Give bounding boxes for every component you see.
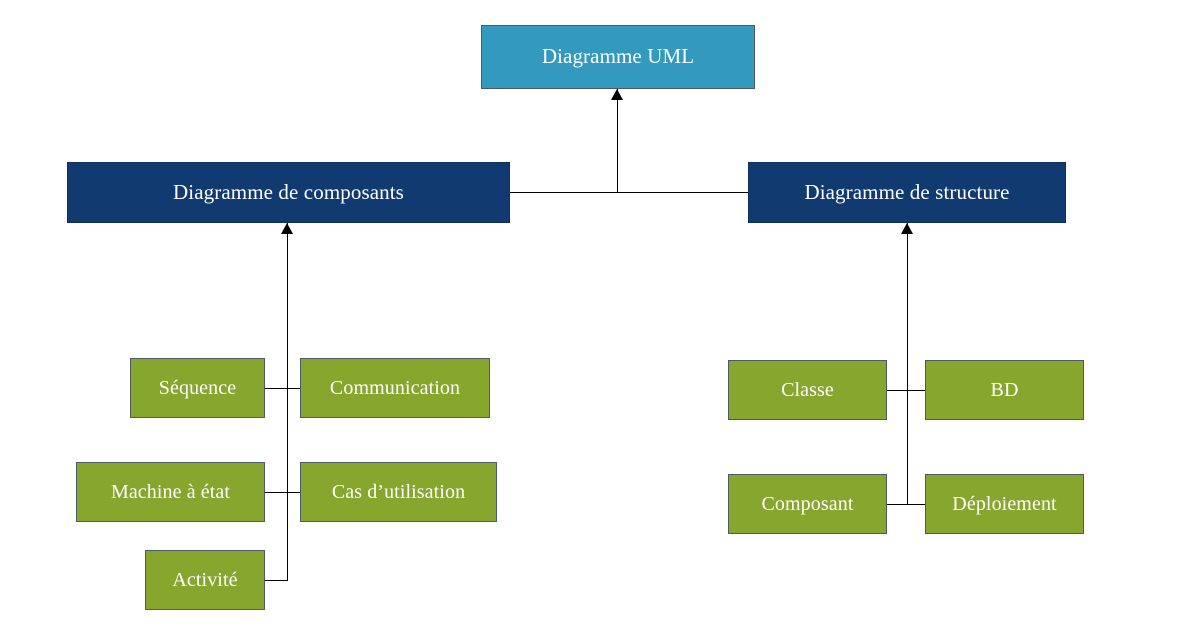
node-label: Diagramme de composants (173, 179, 404, 204)
node-communication[interactable]: Communication (300, 358, 490, 418)
node-sequence[interactable]: Séquence (130, 358, 265, 418)
edge-branch-connector (510, 192, 748, 193)
node-activite[interactable]: Activité (145, 550, 265, 610)
arrowhead-to-composants (281, 223, 293, 234)
edge-root-riser (617, 89, 618, 192)
node-diagramme-de-structure[interactable]: Diagramme de structure (748, 162, 1066, 223)
edge-right-spine (907, 223, 908, 505)
node-label: Déploiement (952, 493, 1057, 515)
node-label: Activité (172, 569, 238, 591)
arrowhead-to-structure (901, 223, 913, 234)
arrowhead-to-root (611, 89, 623, 100)
edge-left-spine (287, 223, 288, 580)
node-bd[interactable]: BD (925, 360, 1084, 420)
node-diagramme-de-composants[interactable]: Diagramme de composants (67, 162, 510, 223)
edge-right-row2 (887, 504, 925, 505)
edge-right-row1 (887, 390, 925, 391)
node-cas-d-utilisation[interactable]: Cas d’utilisation (300, 462, 497, 522)
node-composant[interactable]: Composant (728, 474, 887, 534)
edge-left-row2 (265, 492, 300, 493)
edge-left-row1 (265, 388, 300, 389)
node-deploiement[interactable]: Déploiement (925, 474, 1084, 534)
node-label: BD (990, 379, 1019, 401)
node-label: Classe (781, 379, 834, 401)
node-label: Communication (329, 377, 461, 399)
node-diagramme-uml[interactable]: Diagramme UML (481, 25, 755, 89)
node-label: Cas d’utilisation (331, 481, 466, 503)
node-label: Composant (761, 493, 854, 515)
node-label: Séquence (158, 377, 237, 399)
node-label: Diagramme UML (541, 44, 695, 69)
edge-left-row3 (265, 580, 288, 581)
node-label: Machine à état (110, 481, 231, 503)
node-label: Diagramme de structure (804, 179, 1010, 204)
node-classe[interactable]: Classe (728, 360, 887, 420)
node-machine-a-etat[interactable]: Machine à état (76, 462, 265, 522)
